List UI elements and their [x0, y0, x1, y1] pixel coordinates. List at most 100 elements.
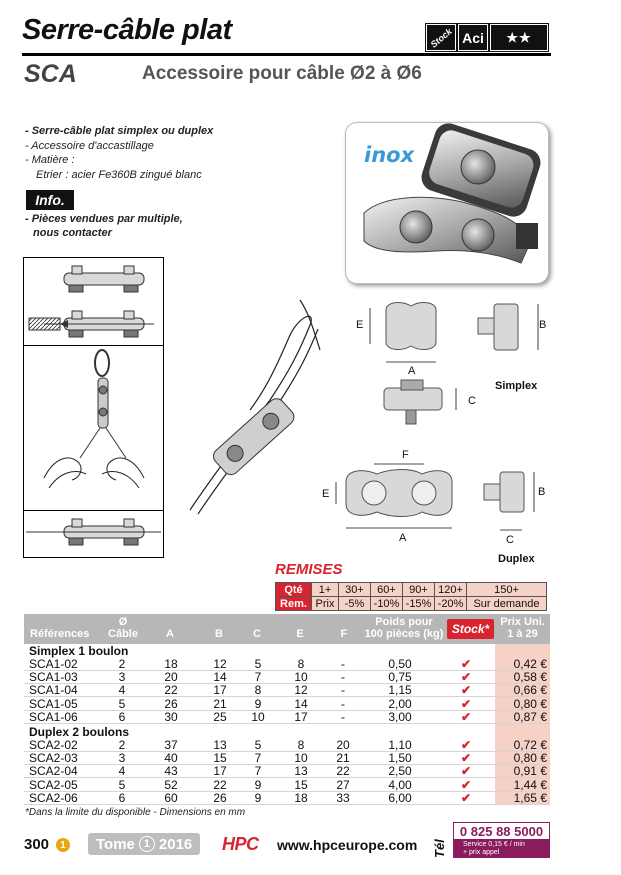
inox-label: inox: [364, 143, 415, 167]
installation-steps: [23, 257, 164, 558]
cell-price: 1,44 €: [513, 777, 547, 792]
rem-cell: Sur demande: [466, 596, 547, 611]
col-header-dia-symbol: Ø: [118, 616, 128, 628]
dim-label-e: E: [322, 488, 330, 500]
discounts-qty-row: Qté 1+ 30+ 60+ 90+ 120+ 150+: [275, 582, 547, 597]
cell-ref: SCA1-05: [29, 696, 78, 711]
dim-label-e: E: [356, 319, 364, 331]
col-header-price-line: Prix Uni.: [500, 616, 545, 628]
cell-b: 13: [213, 738, 227, 752]
cell-f: -: [341, 683, 345, 698]
qty-cell: 30+: [338, 582, 371, 597]
cell-ref: SCA2-04: [29, 764, 78, 779]
info-badge: Info.: [26, 190, 74, 210]
cell-c: 7: [254, 670, 262, 685]
cell-b: 12: [213, 657, 227, 671]
tome-badge: Tome 1 2016: [88, 833, 201, 855]
rem-cell: -20%: [434, 596, 467, 611]
footnote: *Dans la limite du disponible - Dimensio…: [25, 807, 246, 818]
cell-a: 37: [164, 738, 178, 752]
col-header-e: E: [296, 628, 304, 640]
cell-b: 21: [213, 696, 227, 711]
cell-e: 14: [294, 696, 308, 711]
col-header-weight-line: 100 pièces (kg): [364, 628, 444, 640]
cell-weight: 1,50: [388, 751, 412, 766]
cell-f: 33: [336, 790, 350, 805]
cell-price: 1,65 €: [513, 790, 547, 805]
qty-cell: 1+: [311, 582, 339, 597]
cell-stock: ✔: [460, 777, 472, 792]
cell-a: 60: [164, 790, 178, 805]
cell-price: 0,42 €: [513, 657, 547, 671]
qty-cell: 120+: [434, 582, 467, 597]
cell-f: -: [341, 670, 345, 685]
cell-diameter: 4: [118, 683, 126, 698]
product-photo: inox: [345, 122, 549, 284]
cell-ref: SCA2-06: [29, 790, 78, 805]
badge-group: Stock Aci ★★: [426, 24, 548, 51]
cell-b: 14: [213, 670, 227, 685]
cell-diameter: 2: [118, 738, 126, 752]
cell-f: 20: [336, 738, 350, 752]
rem-cell: -15%: [402, 596, 435, 611]
tel-label: Tél: [432, 839, 447, 858]
cell-e: 8: [297, 657, 305, 671]
dim-label-b: B: [538, 486, 546, 498]
cell-e: 18: [294, 790, 308, 805]
rem-cell: Prix: [311, 596, 339, 611]
cell-stock: ✔: [460, 764, 472, 779]
description-line: - Serre-câble plat simplex ou duplex: [25, 125, 214, 137]
col-header-a: A: [166, 628, 174, 640]
simplex-label: Simplex: [495, 380, 538, 392]
col-header-c: C: [253, 628, 261, 640]
dim-label-a: A: [408, 365, 416, 377]
service-note: Service 0,15 € / min + prix appel: [453, 840, 550, 858]
cell-weight: 1,10: [388, 738, 412, 752]
website-link[interactable]: www.hpceurope.com: [277, 837, 418, 853]
phone-number[interactable]: 0 825 88 5000: [453, 822, 550, 840]
col-header-price-line: 1 à 29: [507, 628, 538, 640]
cell-c: 5: [254, 657, 262, 671]
cell-price: 0,91 €: [513, 764, 547, 779]
cell-f: 22: [336, 764, 350, 779]
discounts-rate-row: Rem. Prix -5% -10% -15% -20% Sur demande: [275, 596, 547, 611]
cell-stock: ✔: [460, 738, 472, 752]
cell-a: 43: [164, 764, 178, 779]
cell-diameter: 3: [118, 670, 126, 685]
col-header-f: F: [340, 628, 348, 640]
cell-e: 8: [297, 738, 305, 752]
tome-number: 1: [138, 836, 155, 852]
rating-badge: ★★: [490, 24, 548, 51]
discounts-title: REMISES: [275, 561, 343, 578]
cell-b: 22: [213, 777, 227, 792]
group-heading: Duplex 2 boulons: [24, 725, 550, 739]
dim-label-c: C: [468, 395, 476, 407]
cell-b: 17: [213, 764, 227, 779]
info-line: - Pièces vendues par multiple,: [25, 213, 183, 225]
cell-e: 10: [294, 670, 308, 685]
cell-e: 13: [294, 764, 308, 779]
col-header-dia: Câble: [108, 628, 138, 640]
step-divider: [24, 510, 163, 511]
cell-c: 9: [254, 790, 262, 805]
col-header-ref: Références: [30, 628, 90, 640]
cell-weight: 1,15: [388, 683, 412, 698]
page-title: Serre-câble plat: [22, 14, 232, 46]
brand-logo: HPC: [222, 834, 259, 854]
cell-diameter: 3: [118, 751, 126, 766]
cell-c: 7: [254, 751, 262, 766]
cell-ref: SCA2-03: [29, 751, 78, 766]
rem-label: Rem.: [275, 596, 312, 611]
cell-b: 17: [213, 683, 227, 698]
cell-diameter: 6: [118, 709, 126, 724]
cell-stock: ✔: [460, 683, 472, 698]
service-line: + prix appel: [463, 849, 500, 856]
product-photo-illustration: [363, 123, 541, 264]
cell-c: 8: [254, 683, 262, 698]
cell-a: 26: [164, 696, 178, 711]
cell-a: 30: [164, 709, 178, 724]
cell-ref: SCA1-04: [29, 683, 78, 698]
